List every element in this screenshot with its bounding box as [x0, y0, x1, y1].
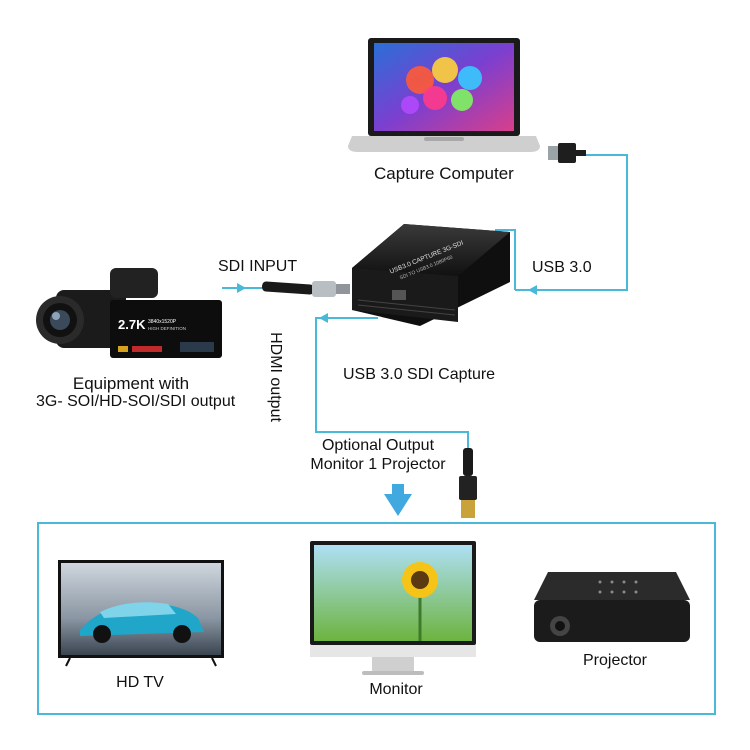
- usb-line-box: [495, 229, 516, 290]
- hdmi-plug-image: [459, 448, 477, 518]
- usb-line-top: [515, 154, 628, 291]
- tv-image: [58, 560, 224, 667]
- sdi-cable-image: [261, 281, 350, 297]
- capture-computer-label: Capture Computer: [374, 164, 514, 183]
- projector-label: Projector: [582, 652, 648, 669]
- arrowheads: [237, 283, 537, 323]
- usb-plug-icon: [548, 143, 586, 163]
- connection-lines: [222, 154, 628, 448]
- capture-box-image: USB3.0 CAPTURE 3G-SDI SDI TO USB3.0 1080…: [352, 224, 510, 326]
- usb30-label: USB 3.0: [532, 259, 592, 276]
- down-arrow-icon: [384, 484, 412, 516]
- usb-sdi-capture-label: USB 3.0 SDI Capture: [343, 366, 496, 383]
- sunflower-icon: [402, 562, 438, 598]
- projector-image: [534, 572, 690, 642]
- camcorder-image: 2.7K 3840x1520P HIGH DEFINITION: [36, 268, 222, 358]
- hdmi-line: [315, 317, 469, 448]
- equipment-label-line2: 3G- SOI/HD-SOI/SDI output: [36, 393, 236, 410]
- optional-output-label-line1: Optional Output: [321, 437, 435, 454]
- camera-hd-text: HIGH DEFINITION: [148, 326, 186, 331]
- usb-arrow: [528, 285, 537, 295]
- equipment-label-line1: Equipment with: [72, 374, 190, 393]
- laptop-image: [348, 38, 540, 152]
- monitor-label: Monitor: [369, 681, 423, 698]
- output-devices-frame: [37, 522, 716, 715]
- hdmi-arrow: [319, 313, 328, 323]
- sdi-input-label: SDI INPUT: [218, 258, 298, 275]
- hd-tv-label: HD TV: [116, 674, 164, 691]
- hdmi-output-label: HDMI output: [266, 332, 284, 422]
- camera-res-subtext: 3840x1520P: [148, 319, 177, 325]
- optional-output-label-line2: Monitor 1 Projector: [310, 456, 446, 473]
- camera-res-text: 2.7K: [118, 317, 146, 332]
- sdi-arrow: [237, 283, 246, 293]
- monitor-image: [310, 541, 476, 675]
